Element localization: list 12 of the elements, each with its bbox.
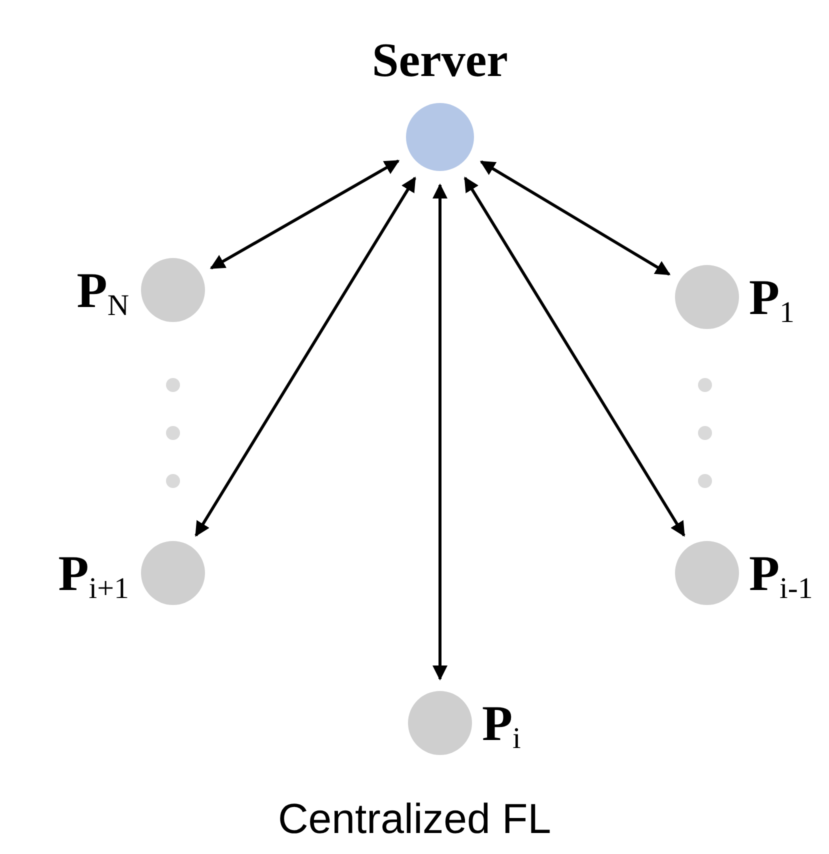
double-arrow	[194, 176, 416, 537]
double-arrow	[480, 160, 671, 276]
double-arrow	[210, 160, 400, 270]
node-label: P$_{1}$	[749, 272, 795, 322]
double-arrow	[464, 176, 686, 537]
node-label: P$_{N}$	[76, 265, 129, 315]
node-label: Server	[372, 37, 508, 85]
node-label: P$_{i}$	[482, 698, 521, 748]
node-label: P$_{i+1}$	[58, 548, 129, 598]
double-arrow	[432, 184, 448, 680]
node-label: P$_{i-1}$	[749, 548, 813, 598]
caption: Centralized FL	[276, 798, 552, 840]
